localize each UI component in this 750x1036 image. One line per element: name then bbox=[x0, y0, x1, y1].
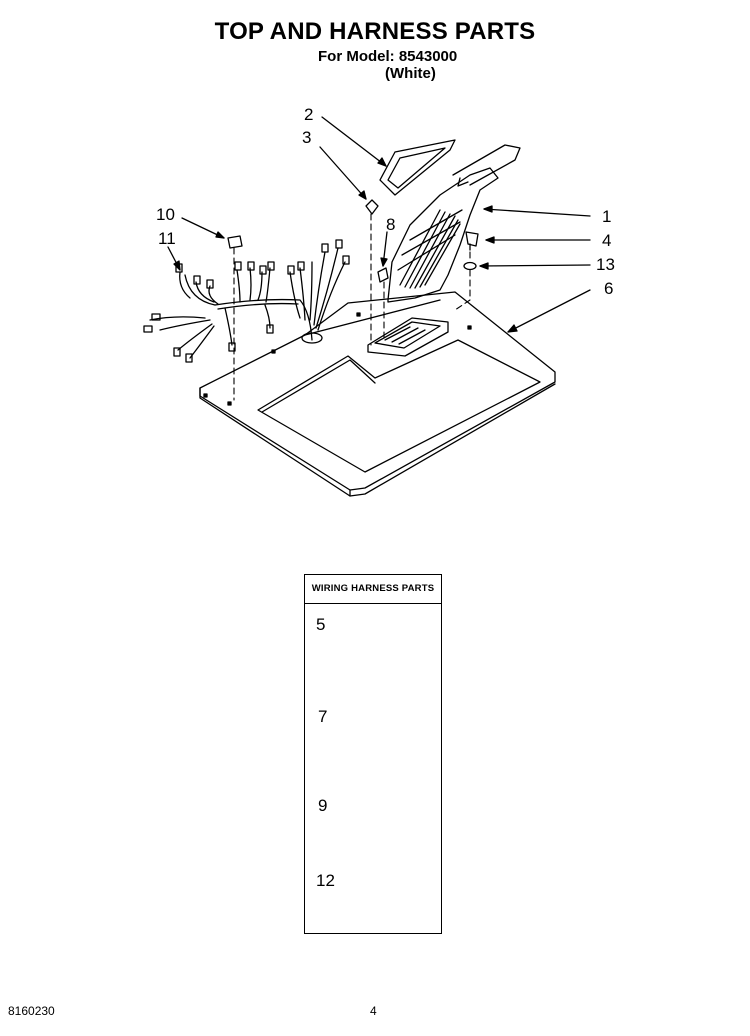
callout-6: 6 bbox=[604, 279, 614, 298]
callout-4: 4 bbox=[602, 231, 612, 250]
page-number: 4 bbox=[370, 1004, 377, 1018]
console-cap bbox=[379, 139, 456, 196]
wiring-harness bbox=[143, 239, 350, 363]
callout-5: 5 bbox=[316, 615, 326, 634]
callout-7: 7 bbox=[318, 707, 328, 726]
callout-11: 11 bbox=[158, 229, 176, 248]
assembly-lines bbox=[233, 213, 471, 401]
callout-10: 10 bbox=[156, 205, 175, 224]
doc-number: 8160230 bbox=[8, 1004, 55, 1018]
top-panel bbox=[199, 291, 556, 497]
leader-lines bbox=[167, 116, 591, 333]
callout-1: 1 bbox=[602, 207, 612, 226]
screw-part-4 bbox=[465, 231, 479, 251]
callout-3: 3 bbox=[302, 128, 312, 147]
callout-8: 8 bbox=[386, 215, 396, 234]
callout-12: 12 bbox=[316, 871, 335, 890]
page-title: TOP AND HARNESS PARTS bbox=[214, 18, 536, 45]
console-slot bbox=[367, 317, 449, 357]
model-line: For Model: 8543000 bbox=[318, 48, 458, 65]
color-line: (White) bbox=[385, 65, 436, 82]
connector-part-10 bbox=[227, 235, 243, 249]
callout-2: 2 bbox=[304, 105, 314, 124]
clip-part-3 bbox=[365, 199, 379, 215]
callout-13: 13 bbox=[596, 255, 615, 274]
callout-9: 9 bbox=[318, 796, 328, 815]
washer-part-13 bbox=[463, 261, 477, 271]
inset-header: WIRING HARNESS PARTS bbox=[305, 575, 441, 604]
wiring-harness-inset: WIRING HARNESS PARTS bbox=[304, 574, 442, 934]
screw-part-8 bbox=[377, 267, 389, 283]
console-backguard bbox=[387, 144, 521, 303]
